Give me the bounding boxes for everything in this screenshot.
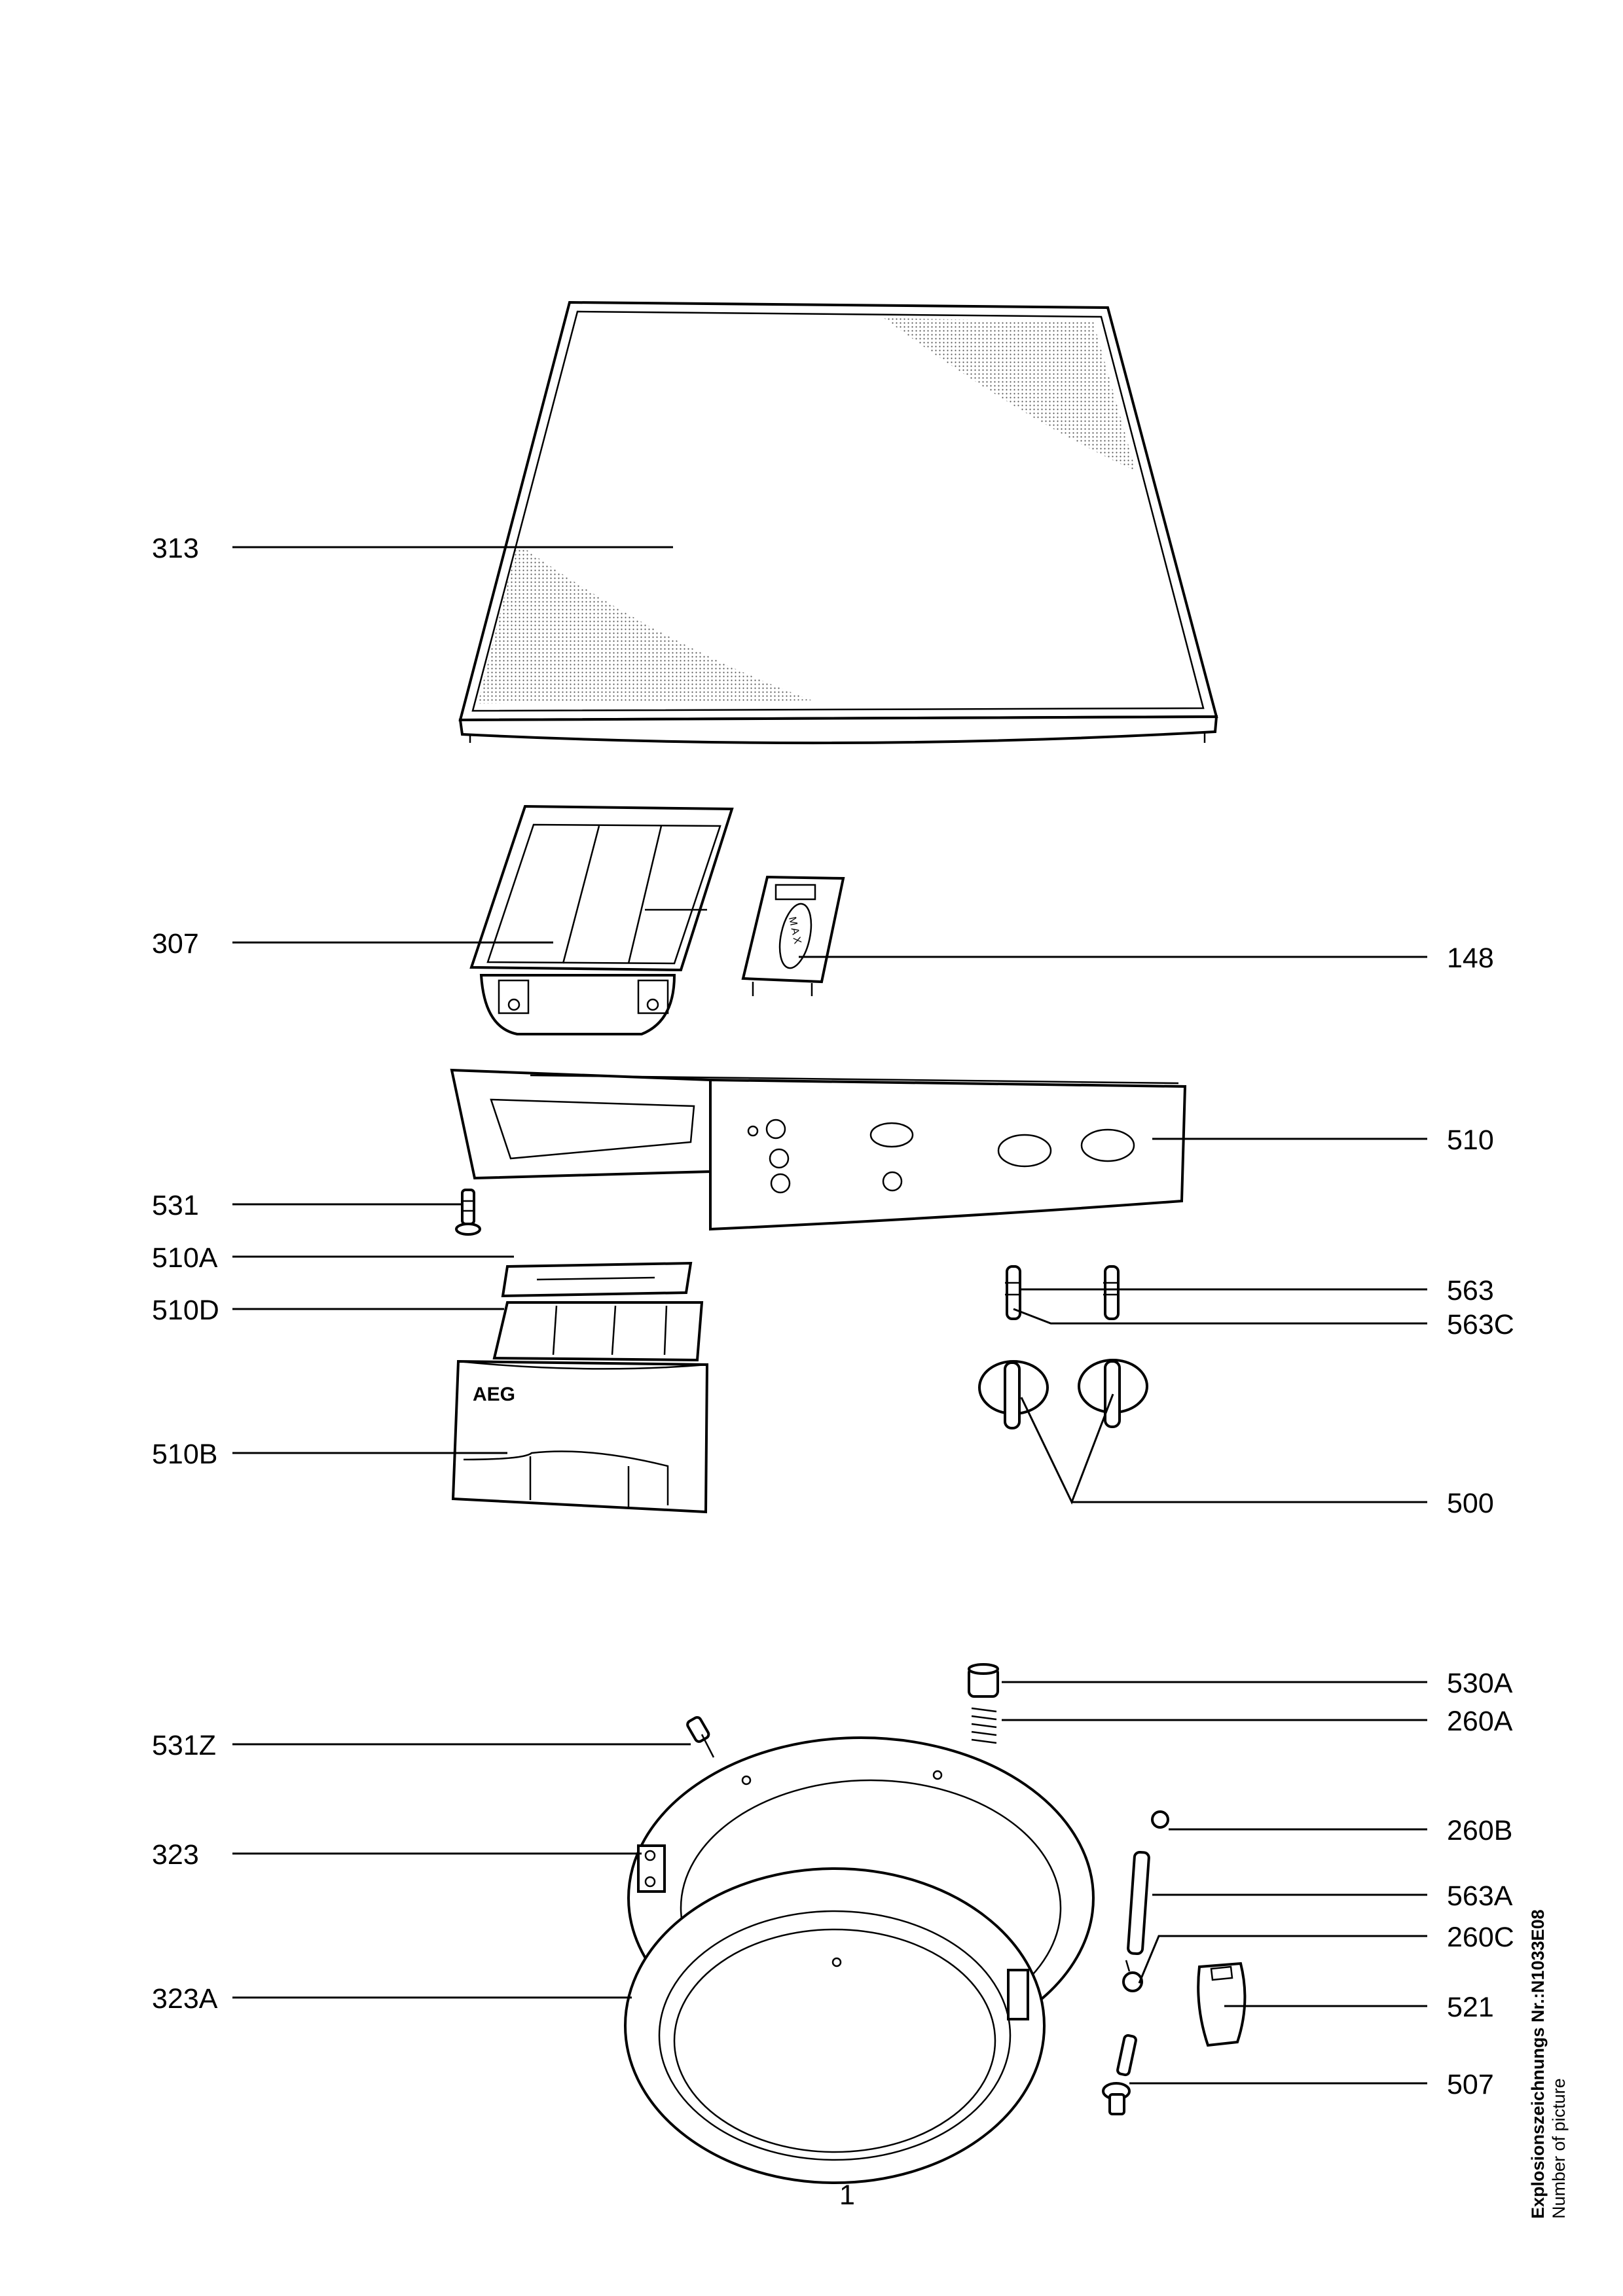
part-260A-spring bbox=[971, 1707, 997, 1744]
part-563-pins bbox=[1005, 1265, 1120, 1320]
label-510: 510 bbox=[1447, 1124, 1494, 1156]
labels-left: 313 307 531 510A 510D 510B 531Z 323 323A bbox=[152, 533, 219, 2015]
page-number: 1 bbox=[839, 2179, 855, 2211]
label-500: 500 bbox=[1447, 1488, 1494, 1519]
part-260B-spring bbox=[1151, 1810, 1169, 1829]
label-507: 507 bbox=[1447, 2069, 1494, 2100]
label-260C: 260C bbox=[1447, 1922, 1514, 1953]
label-510B: 510B bbox=[152, 1439, 217, 1470]
part-530A-cap bbox=[968, 1663, 999, 1698]
part-510-control-panel bbox=[450, 1068, 1187, 1231]
part-510B-drawer-front: AEG bbox=[451, 1359, 709, 1514]
part-323A-door-ring-inner bbox=[624, 1867, 1046, 2184]
part-510A-plate bbox=[501, 1261, 693, 1298]
picture-number-line2: Number of picture bbox=[1549, 2078, 1569, 2219]
label-563: 563 bbox=[1447, 1275, 1494, 1306]
picture-number-note: Explosionszeichnungs Nr.:N1033E08 Number… bbox=[1528, 1909, 1569, 2219]
label-148: 148 bbox=[1447, 942, 1494, 974]
brand-logo: AEG bbox=[473, 1384, 515, 1405]
labels-right: 148 510 563 563C 500 530A 260A 260B 563A… bbox=[1447, 942, 1514, 2100]
part-313-top-cover bbox=[458, 300, 1218, 745]
part-500-knobs bbox=[978, 1359, 1148, 1429]
label-260B: 260B bbox=[1447, 1815, 1512, 1846]
label-563C: 563C bbox=[1447, 1309, 1514, 1340]
label-530A: 530A bbox=[1447, 1668, 1513, 1699]
label-510A: 510A bbox=[152, 1242, 218, 1274]
label-531Z: 531Z bbox=[152, 1730, 216, 1761]
label-563A: 563A bbox=[1447, 1880, 1513, 1912]
label-323A: 323A bbox=[152, 1983, 218, 2015]
part-563A-pin bbox=[1127, 1850, 1150, 1956]
part-521-handle bbox=[1197, 1962, 1247, 2047]
label-307: 307 bbox=[152, 928, 199, 960]
label-313: 313 bbox=[152, 533, 199, 564]
picture-number-line1: Explosionszeichnungs Nr.:N1033E08 bbox=[1528, 1909, 1548, 2219]
label-260A: 260A bbox=[1447, 1706, 1513, 1737]
part-510D-drawer-frame bbox=[492, 1301, 704, 1362]
part-307-detergent-insert bbox=[469, 804, 734, 1035]
leader-lines bbox=[232, 546, 1427, 2085]
label-521: 521 bbox=[1447, 1992, 1494, 2023]
part-148-max-panel: M A X bbox=[741, 875, 845, 996]
label-531: 531 bbox=[152, 1190, 199, 1221]
part-260C-spring bbox=[1122, 1960, 1143, 1992]
label-510D: 510D bbox=[152, 1295, 219, 1326]
part-507-bolt bbox=[1102, 2034, 1137, 2115]
part-531Z-screw bbox=[686, 1715, 715, 1758]
part-531-screw bbox=[455, 1189, 481, 1236]
label-323: 323 bbox=[152, 1839, 199, 1871]
